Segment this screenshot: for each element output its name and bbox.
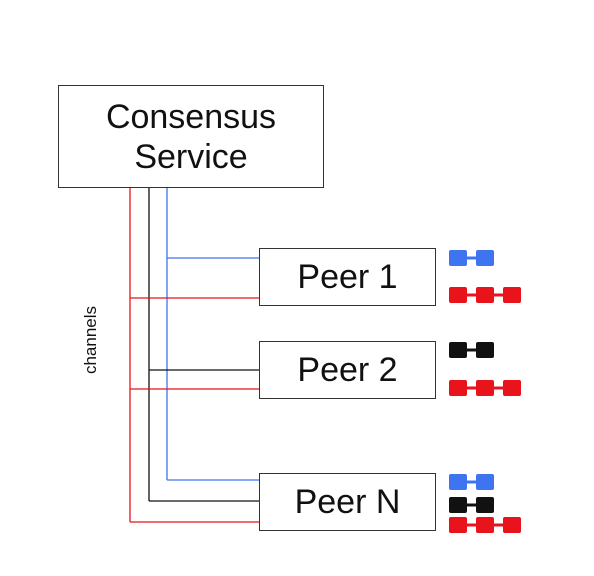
ledger-block-blue [476, 474, 494, 490]
ledger-chains [449, 250, 521, 533]
peer-2-box: Peer 2 [259, 341, 436, 399]
peer-n-label: Peer N [294, 482, 401, 521]
ledger-block-black [449, 342, 467, 358]
ledger-block-red [449, 517, 467, 533]
peer-1-box: Peer 1 [259, 248, 436, 306]
ledger-block-red [449, 380, 467, 396]
peer-n-box: Peer N [259, 473, 436, 531]
ledger-block-blue [476, 250, 494, 266]
ledger-block-black [476, 342, 494, 358]
peer-2-label: Peer 2 [297, 350, 398, 389]
ledger-block-red [476, 517, 494, 533]
ledger-block-red [503, 517, 521, 533]
ledger-block-black [476, 497, 494, 513]
ledger-block-red [503, 287, 521, 303]
consensus-title-line2: Service [134, 137, 248, 176]
channels-label: channels [81, 305, 100, 375]
ledger-block-red [476, 380, 494, 396]
ledger-block-red [449, 287, 467, 303]
ledger-block-red [503, 380, 521, 396]
consensus-title-line1: Consensus [105, 97, 277, 136]
ledger-block-blue [449, 250, 467, 266]
consensus-service-box: Consensus Service [58, 85, 324, 188]
peer-1-label: Peer 1 [297, 257, 398, 296]
ledger-block-red [476, 287, 494, 303]
ledger-block-blue [449, 474, 467, 490]
ledger-block-black [449, 497, 467, 513]
